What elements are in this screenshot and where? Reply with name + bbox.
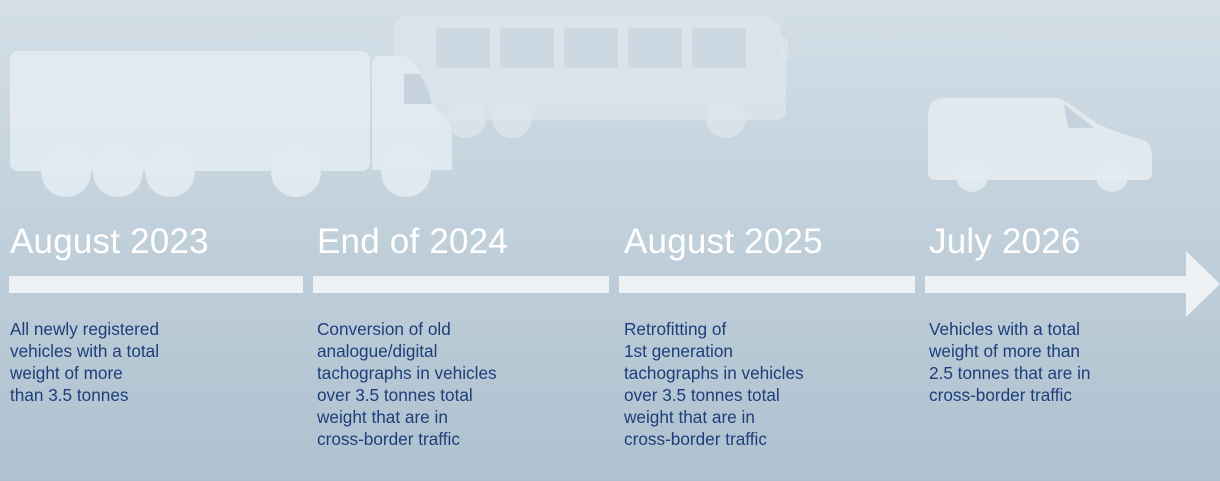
milestone-description-2: Conversion of old analogue/digital tacho… — [317, 319, 497, 449]
vehicle-illustrations — [10, 16, 1152, 197]
milestone-date-2: End of 2024 — [317, 222, 508, 261]
milestone-date-1: August 2023 — [10, 222, 209, 261]
truck-icon — [10, 51, 452, 197]
milestone-description-1: All newly registered vehicles with a tot… — [10, 319, 160, 405]
timeline-segment-1 — [9, 276, 303, 293]
van-icon — [928, 98, 1152, 192]
timeline-arrow-icon — [1186, 251, 1220, 317]
timeline-segment-3 — [619, 276, 915, 293]
milestone-date-3: August 2025 — [624, 222, 823, 261]
milestone-description-3: Retrofitting of 1st generation tachograp… — [624, 319, 804, 449]
timeline-segment-2 — [313, 276, 609, 293]
timeline-segment-4 — [925, 276, 1187, 293]
milestone-description-4: Vehicles with a total weight of more tha… — [929, 319, 1091, 405]
milestone-date-4: July 2026 — [929, 222, 1081, 261]
